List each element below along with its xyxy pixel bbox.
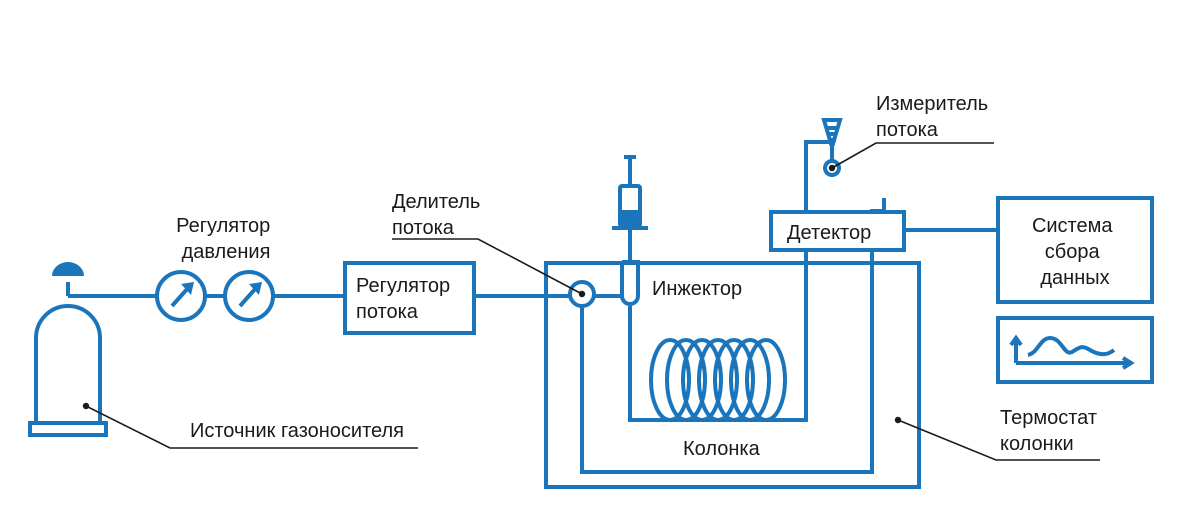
flow-splitter-label: Делитель потока xyxy=(392,191,486,239)
flow-meter-label: Измеритель потока xyxy=(876,93,994,141)
syringe-icon xyxy=(612,155,648,262)
splitter-vent-line xyxy=(580,198,886,474)
column-label: Колонка xyxy=(683,438,761,460)
column-oven-label: Термостат колонки xyxy=(1000,407,1103,455)
injector-label: Инжектор xyxy=(652,278,742,300)
data-system-box xyxy=(996,196,1154,304)
leader-flow-splitter xyxy=(392,238,586,298)
chromatogram-icon xyxy=(1009,334,1135,370)
chromatogram-display xyxy=(996,316,1154,384)
pressure-regulator-label: Регулятор давления xyxy=(176,215,276,263)
gas-cylinder-icon xyxy=(28,262,108,437)
pressure-gauge-icon xyxy=(155,270,207,322)
data-system-label: Система сбора данных xyxy=(1032,215,1118,289)
flow-regulator-box xyxy=(343,261,476,335)
injector xyxy=(620,260,640,306)
carrier-gas-source-label: Источник газоносителя xyxy=(190,420,404,442)
leader-flow-meter xyxy=(828,142,994,172)
column-coil-icon xyxy=(649,338,787,422)
detector-to-flowmeter-line xyxy=(804,140,829,212)
flow-regulator-label: Регулятор потока xyxy=(356,275,456,323)
detector-label: Детектор xyxy=(787,222,871,244)
pressure-gauge-icon xyxy=(223,270,275,322)
leader-column-oven xyxy=(894,416,1100,461)
flow-meter-icon xyxy=(821,118,843,177)
column-oven-box xyxy=(544,261,921,489)
leader-carrier-gas xyxy=(82,402,418,449)
